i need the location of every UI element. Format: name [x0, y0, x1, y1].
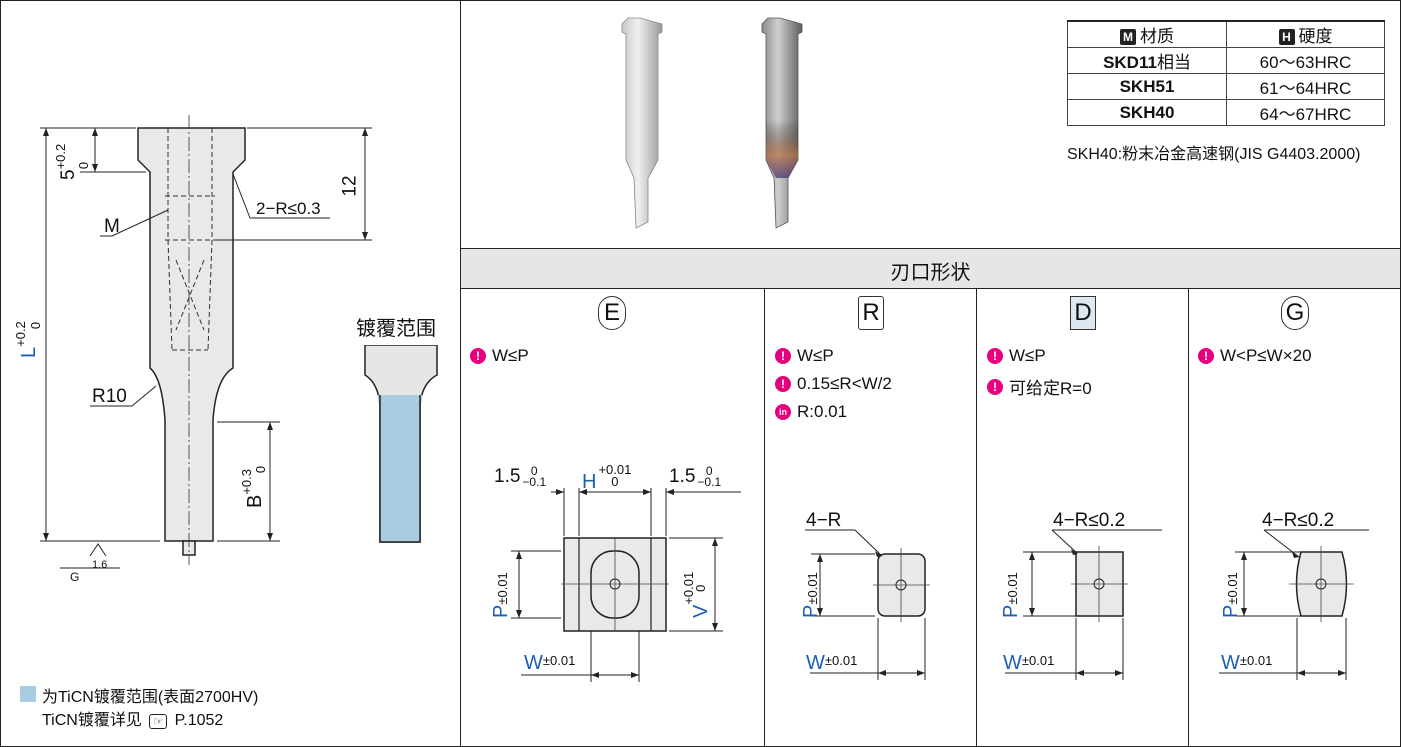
note-r-1: !W≤P: [775, 346, 834, 366]
legend-line1: 为TiCN镀覆范围(表面2700HV): [42, 689, 259, 706]
caution-icon: !: [470, 348, 486, 364]
radius-note: 2−R≤0.3: [256, 199, 321, 218]
d-w: W±0.01: [1003, 652, 1055, 674]
shape-code-r: R: [858, 296, 884, 330]
punch-outline: [137, 127, 246, 542]
shape-g-drawing: [1219, 529, 1369, 680]
dim-b-tol2: 0: [253, 465, 269, 474]
shape-divider-3: [1188, 288, 1189, 747]
dim-twelve: 12: [339, 175, 361, 197]
label-r10: R10: [92, 386, 127, 407]
materials-note: SKH40:粉末冶金高速钢(JIS G4403.2000): [1067, 146, 1361, 163]
caution-icon: !: [775, 348, 791, 364]
coating-title: 镀覆范围: [356, 318, 436, 340]
legend-ref-link[interactable]: P.1052: [174, 712, 224, 729]
table-row: SKD11相当 60～63HRC: [1067, 47, 1385, 74]
legend-line2: TiCN镀覆详见 ☞ P.1052: [42, 712, 224, 729]
caution-icon: !: [987, 348, 1003, 364]
r-corner: 4−R: [806, 510, 842, 531]
note-g-1: !W<P≤W×20: [1198, 346, 1312, 366]
shape-code-d: D: [1070, 296, 1096, 330]
shape-code-g: G: [1281, 296, 1309, 330]
caution-icon: !: [775, 376, 791, 392]
shape-divider-1: [764, 288, 765, 747]
punch-drawing: [40, 115, 372, 569]
dim-b: B+0.3: [239, 468, 266, 508]
label-roughness: 1.6: [92, 559, 108, 571]
table-row: SKH40 64～67HRC: [1067, 99, 1385, 126]
label-g: G: [70, 570, 80, 584]
table-row: SKH51 61～64HRC: [1067, 73, 1385, 100]
shape-r-drawing: [805, 529, 930, 680]
dim-five: 5+0.2 0: [53, 143, 92, 180]
increment-icon: in: [775, 404, 791, 420]
r-p: P±0.01: [800, 572, 822, 618]
shape-code-e: E: [598, 296, 626, 330]
shape-d-drawing: [1005, 529, 1162, 680]
label-m: M: [104, 216, 120, 237]
section-header-bar: [461, 248, 1400, 289]
shape-divider-2: [976, 288, 977, 747]
pointer-icon: ☞: [149, 714, 168, 729]
section-title: 刃口形状: [890, 262, 971, 284]
d-corner: 4−R≤0.2: [1053, 510, 1126, 531]
photo-punch-coated: [761, 17, 803, 229]
g-p: P±0.01: [1220, 572, 1242, 618]
note-d-2: !可给定R=0: [987, 374, 1092, 399]
note-r-2: !0.15≤R<W/2: [775, 374, 892, 394]
material-badge: M: [1120, 29, 1136, 45]
hardness-badge: H: [1278, 29, 1295, 45]
product-photos: [621, 17, 803, 229]
shape-e-drawing: [511, 488, 741, 682]
g-corner: 4−R≤0.2: [1262, 510, 1335, 531]
g-w: W±0.01: [1221, 652, 1273, 674]
caution-icon: !: [987, 378, 1003, 395]
r-w: W±0.01: [806, 652, 858, 674]
note-e-1: !W≤P: [470, 346, 529, 366]
dim-l-tol2: 0: [28, 321, 44, 330]
note-d-1: !W≤P: [987, 346, 1046, 366]
e-p: P±0.01: [490, 572, 512, 618]
caution-icon: !: [1198, 348, 1214, 364]
coating-illustration: [364, 345, 438, 543]
photo-punch-silver: [621, 17, 663, 229]
d-p: P±0.01: [1000, 572, 1022, 618]
legend-swatch: [20, 686, 36, 702]
e-w: W±0.01: [524, 652, 576, 674]
